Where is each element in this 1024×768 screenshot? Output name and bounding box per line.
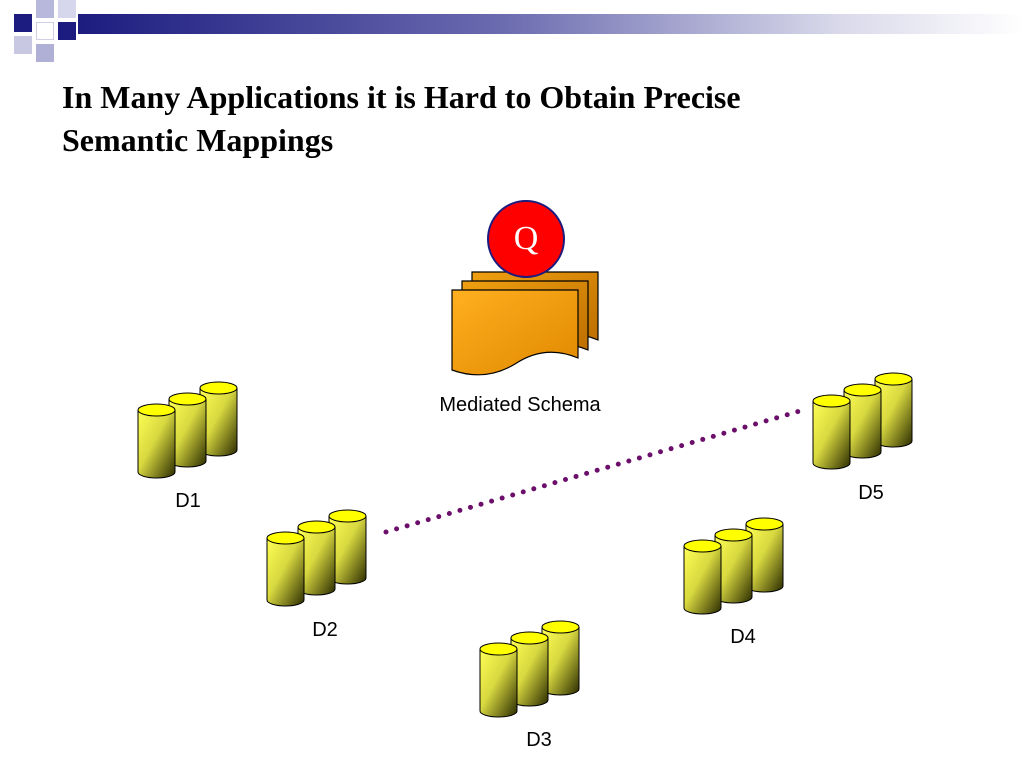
database-cylinder-d2-2-top [297,520,336,534]
query-label: Q [513,220,539,257]
database-cylinder-d5-2 [843,383,882,459]
database-group-d1 [137,381,238,479]
database-group-d3 [479,620,580,718]
query-circle [487,200,565,278]
database-cylinder-d1-1-top [137,403,176,417]
database-cylinder-d3-1-top [479,642,518,656]
header-square-3 [58,0,76,18]
database-cylinder-d4-2 [714,528,753,604]
database-cylinder-d1-1-body [137,409,176,479]
database-group-d5 [812,372,913,470]
source-label-d3: D3 [526,729,552,751]
database-cylinder-d3-3-top [541,620,580,634]
slide-title-line-2: Semantic Mappings [62,122,334,158]
database-cylinder-d5-3 [874,372,913,448]
database-cylinder-d4-1-body [683,545,722,615]
mediated-schema-page-front [451,289,579,376]
source-label-d5: D5 [858,482,884,504]
database-cylinder-d3-1-body [479,648,518,718]
slide-title: In Many Applications it is Hard to Obtai… [62,76,962,162]
database-cylinder-d2-1 [266,531,305,607]
dotted-link-d2-d5 [383,408,803,535]
database-cylinder-d5-1-body [812,400,851,470]
database-cylinder-d3-1 [479,642,518,718]
header-square-2 [36,0,54,18]
database-cylinder-d5-1 [812,394,851,470]
database-cylinder-d5-3-top [874,372,913,386]
header-square-6 [14,36,32,54]
database-cylinder-d3-2-top [510,631,549,645]
database-cylinder-d3-2 [510,631,549,707]
database-cylinder-d3-3 [541,620,580,696]
database-cylinder-d5-1-top [812,394,851,408]
database-cylinder-d1-3-top [199,381,238,395]
header-square-4 [36,22,54,40]
database-cylinder-d4-2-top [714,528,753,542]
database-cylinder-d2-2 [297,520,336,596]
database-cylinder-d1-1 [137,403,176,479]
header-square-5 [58,22,76,40]
database-cylinder-d4-1-top [683,539,722,553]
database-cylinder-d4-1 [683,539,722,615]
source-label-d4: D4 [730,626,756,648]
header-square-7 [36,44,54,62]
source-label-d2: D2 [312,619,338,641]
database-cylinder-d2-1-body [266,537,305,607]
database-cylinder-d2-3-top [328,509,367,523]
database-group-d4 [683,517,784,615]
database-cylinder-d2-1-top [266,531,305,545]
database-group-d2 [266,509,367,607]
slide-title-line-1: In Many Applications it is Hard to Obtai… [62,79,741,115]
database-cylinder-d2-3 [328,509,367,585]
header-square-1 [14,14,32,32]
header-gradient-bar [78,14,1024,34]
database-cylinder-d1-2 [168,392,207,468]
database-cylinder-d4-3-top [745,517,784,531]
source-label-d1: D1 [175,490,201,512]
database-cylinder-d1-2-top [168,392,207,406]
mediated-schema-label: Mediated Schema [439,394,601,416]
mediated-schema-icon [451,271,599,376]
database-cylinder-d5-2-top [843,383,882,397]
